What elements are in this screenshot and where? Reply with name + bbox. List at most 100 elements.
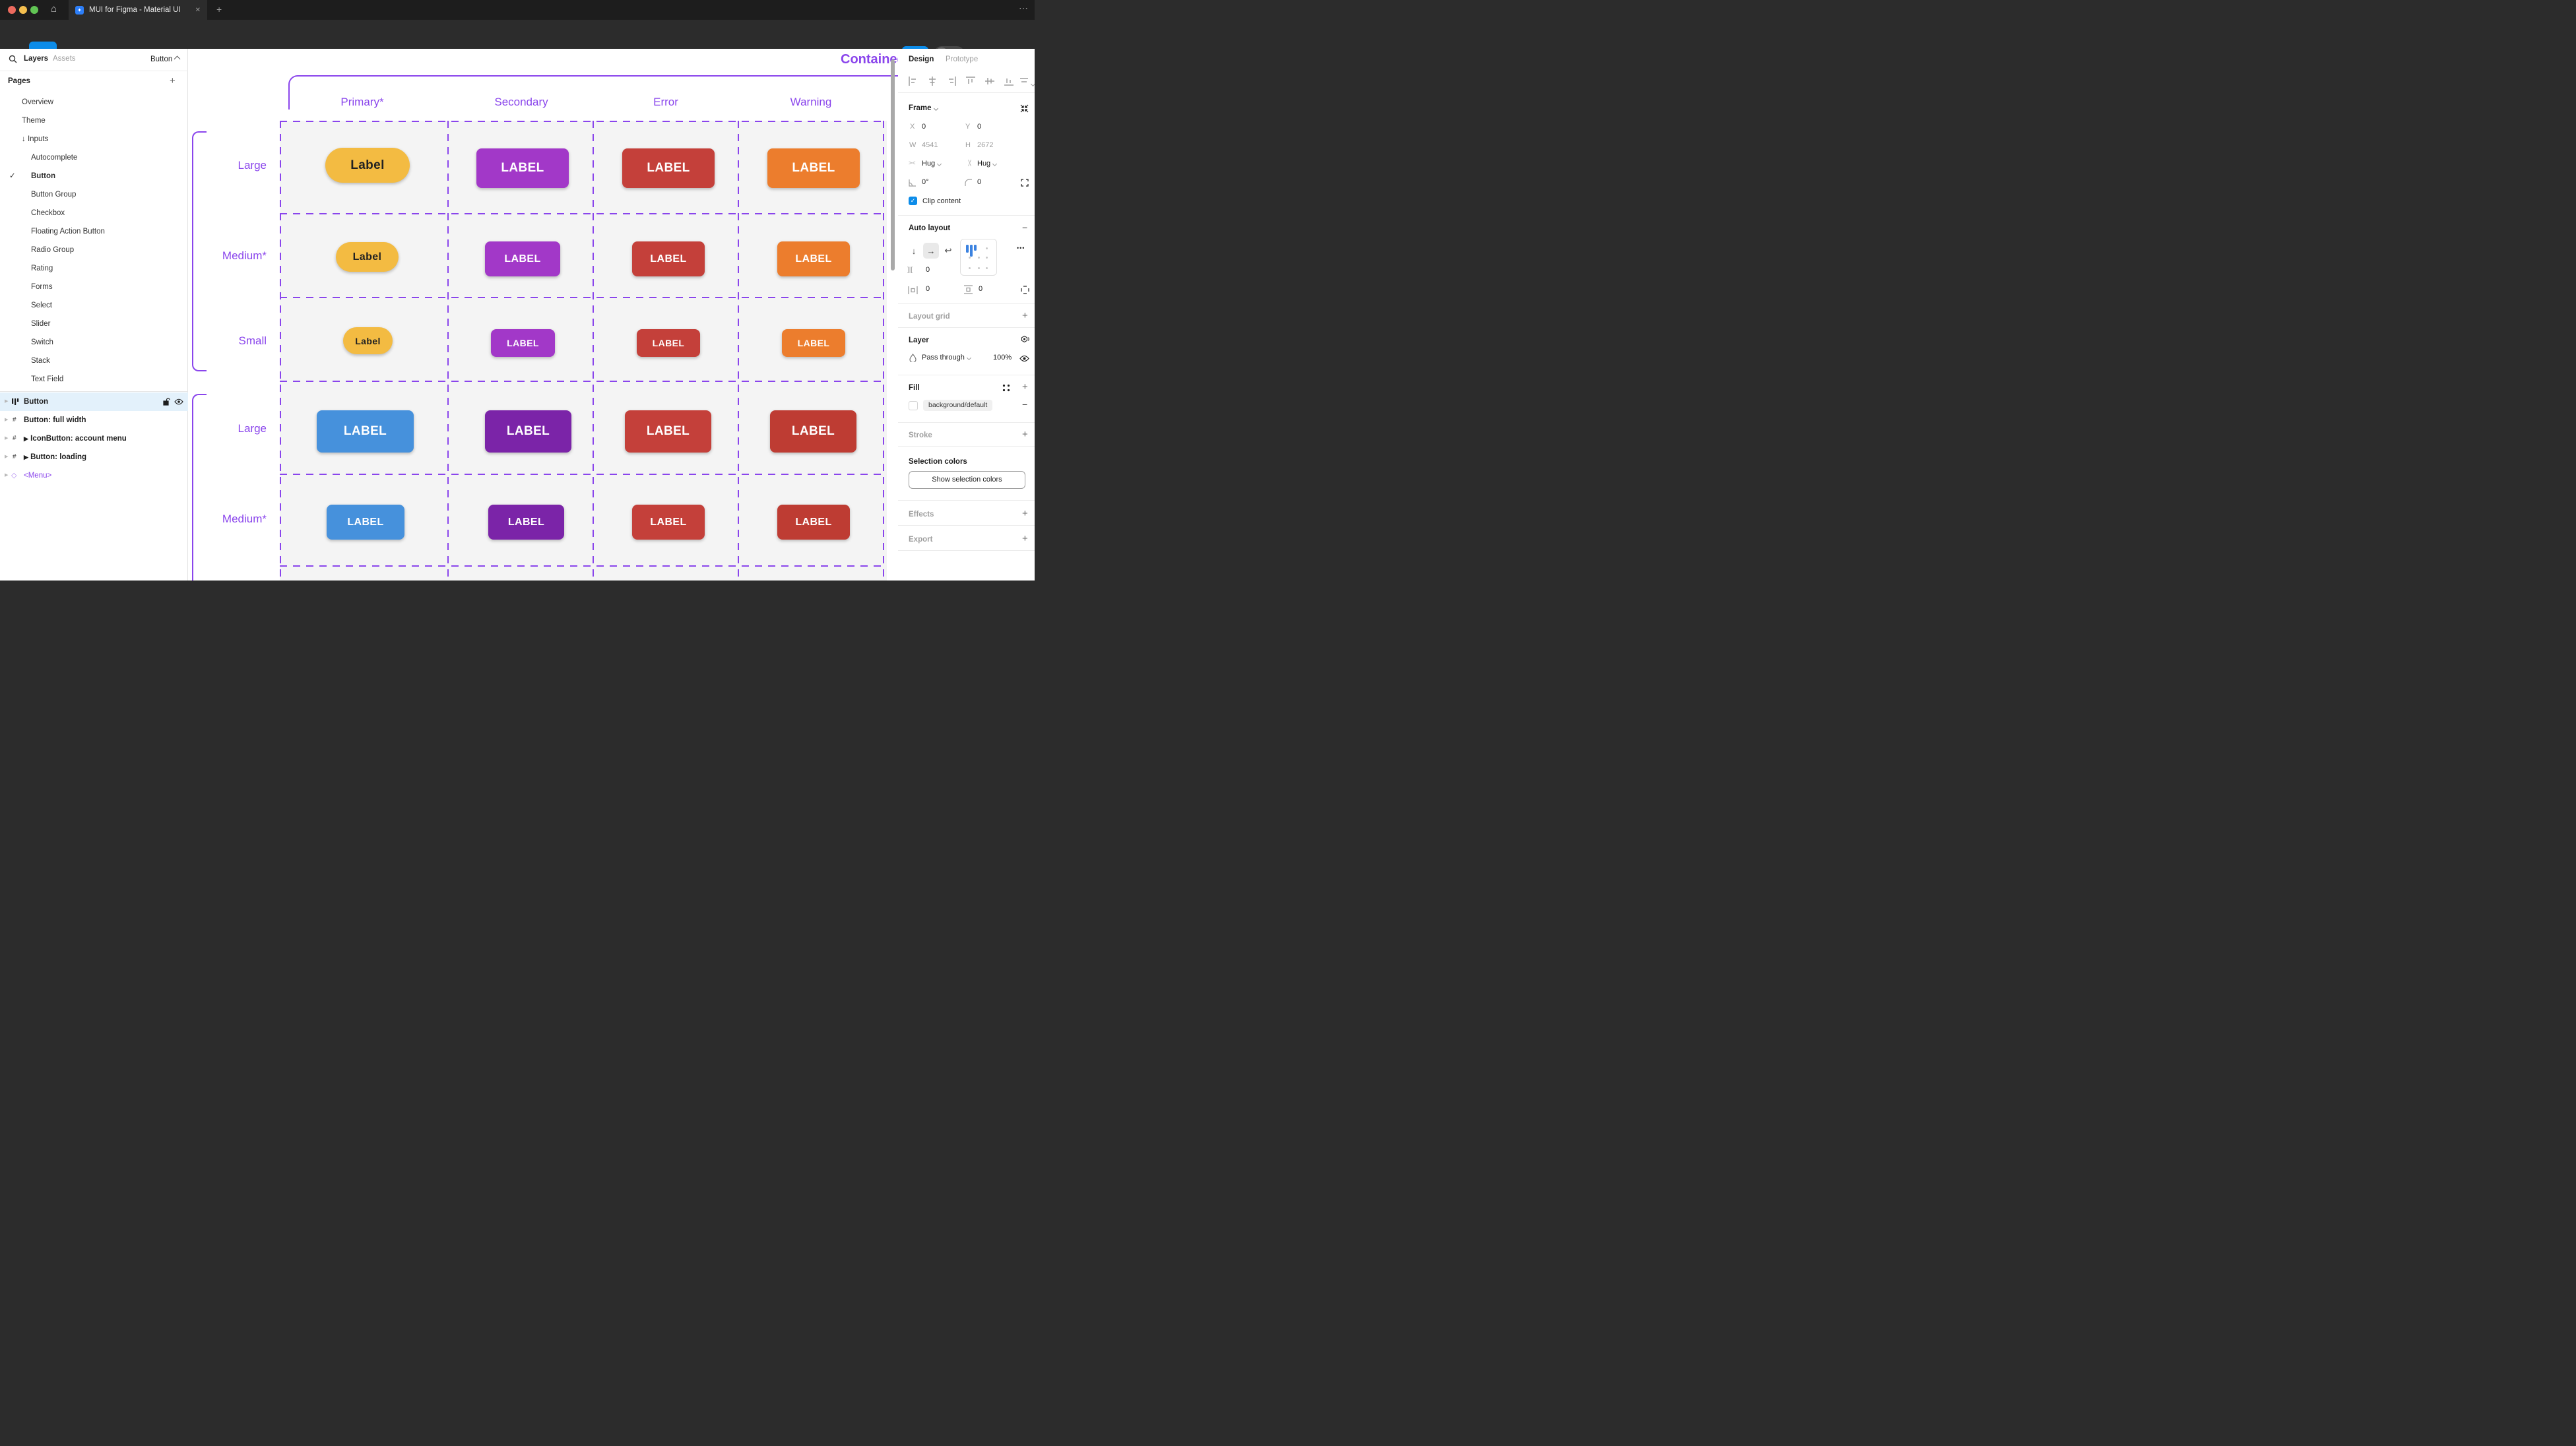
blend-mode-icon[interactable] [1021, 335, 1030, 344]
fill-styles-icon[interactable] [1002, 384, 1010, 392]
remove-auto-layout-button[interactable]: − [1022, 222, 1028, 233]
blend-mode-select[interactable]: Pass through [922, 354, 971, 362]
maximize-window-button[interactable] [30, 6, 38, 14]
rotation-value[interactable]: 0° [922, 178, 929, 186]
button-secondary-medium-default[interactable]: LABEL [488, 505, 564, 540]
layer-row-iconbutton-account-menu[interactable]: ▶ # ▶ IconButton: account menu [0, 429, 188, 448]
file-tab[interactable]: ✦ MUI for Figma - Material UI ✕ [69, 0, 207, 20]
expand-chevron-icon[interactable]: ▶ [5, 418, 9, 422]
page-item-stack[interactable]: Stack [31, 357, 50, 365]
button-error-medium[interactable]: LABEL [632, 241, 705, 276]
expand-chevron-icon[interactable]: ▶ [5, 436, 9, 441]
button-secondary-medium[interactable]: LABEL [485, 241, 560, 276]
pages-header[interactable]: Pages [8, 77, 30, 85]
align-vertical-center-icon[interactable] [985, 77, 994, 86]
layer-row-button-loading[interactable]: ▶ # ▶ Button: loading [0, 448, 188, 466]
button-primary-medium[interactable]: Label [336, 242, 399, 272]
page-item-rating[interactable]: Rating [31, 265, 53, 272]
button-secondary-large[interactable]: LABEL [476, 148, 569, 188]
add-layout-grid-button[interactable]: + [1022, 310, 1028, 321]
add-page-button[interactable]: + [170, 75, 176, 86]
page-item-theme[interactable]: Theme [22, 117, 46, 125]
layer-row-button[interactable]: ▶ Button [0, 393, 188, 411]
align-bottom-icon[interactable] [1004, 77, 1014, 86]
button-warning-medium-default[interactable]: LABEL [777, 505, 850, 540]
layer-row-button-full-width[interactable]: ▶ # Button: full width [0, 411, 188, 429]
show-selection-colors-button[interactable]: Show selection colors [909, 471, 1025, 489]
unlock-icon[interactable] [163, 398, 170, 406]
button-warning-medium[interactable]: LABEL [777, 241, 850, 276]
page-item-slider[interactable]: Slider [31, 320, 51, 328]
alignment-widget[interactable] [960, 239, 997, 276]
page-item-text-field[interactable]: Text Field [31, 375, 64, 383]
add-export-button[interactable]: + [1022, 533, 1028, 544]
new-tab-button[interactable]: + [216, 4, 222, 15]
button-secondary-small[interactable]: LABEL [491, 329, 555, 357]
frame-section-header[interactable]: Frame [909, 104, 938, 112]
button-primary-large-default[interactable]: LABEL [317, 410, 414, 453]
clip-content-checkbox[interactable]: ✓ [909, 197, 917, 205]
button-warning-large-default[interactable]: LABEL [770, 410, 856, 453]
horizontal-padding-value[interactable]: 0 [926, 285, 930, 293]
align-top-icon[interactable] [966, 77, 975, 86]
hug-horizontal[interactable]: Hug [922, 160, 942, 168]
search-icon[interactable] [9, 55, 17, 63]
button-error-small[interactable]: LABEL [637, 329, 700, 357]
tab-overflow-button[interactable]: ⋯ [1019, 3, 1028, 13]
tab-assets[interactable]: Assets [53, 55, 76, 63]
add-fill-button[interactable]: + [1022, 381, 1028, 393]
collapse-icon[interactable] [1020, 104, 1029, 113]
independent-padding-icon[interactable] [1021, 286, 1029, 294]
layer-visibility-eye-icon[interactable] [1019, 355, 1029, 362]
layer-opacity-value[interactable]: 100% [993, 354, 1012, 362]
button-warning-small[interactable]: LABEL [782, 329, 845, 357]
button-primary-small[interactable]: Label [343, 327, 393, 354]
minimize-window-button[interactable] [19, 6, 27, 14]
add-stroke-button[interactable]: + [1022, 429, 1028, 440]
add-effect-button[interactable]: + [1022, 508, 1028, 519]
gap-value[interactable]: 0 [926, 266, 930, 274]
auto-layout-vertical-button[interactable]: ↓ [911, 245, 917, 256]
x-value[interactable]: 0 [922, 123, 926, 131]
home-icon[interactable]: ⌂ [51, 3, 57, 15]
layer-row-menu[interactable]: ▶ ◇ <Menu> [0, 466, 188, 485]
frame-title[interactable]: Contained [841, 52, 898, 67]
tab-prototype[interactable]: Prototype [946, 55, 979, 63]
page-item-switch[interactable]: Switch [31, 338, 53, 346]
hug-vertical[interactable]: Hug [977, 160, 998, 168]
expand-chevron-icon[interactable]: ▶ [5, 399, 9, 404]
close-window-button[interactable] [8, 6, 16, 14]
button-warning-large[interactable]: LABEL [767, 148, 860, 188]
component-selector[interactable]: Button [150, 55, 181, 63]
fill-color-swatch[interactable] [909, 401, 918, 410]
expand-chevron-icon[interactable]: ▶ [5, 473, 9, 478]
button-error-large-default[interactable]: LABEL [625, 410, 711, 453]
page-item-overview[interactable]: Overview [22, 98, 53, 106]
independent-corners-icon[interactable] [1021, 179, 1029, 187]
page-item-radio-group[interactable]: Radio Group [31, 246, 75, 254]
canvas-scrollbar[interactable] [891, 59, 895, 270]
eye-icon[interactable] [174, 398, 183, 405]
auto-layout-more-icon[interactable]: ••• [1017, 245, 1025, 251]
y-value[interactable]: 0 [977, 123, 982, 131]
page-item-button-group[interactable]: Button Group [31, 191, 77, 199]
page-item-forms[interactable]: Forms [31, 283, 53, 291]
page-item-checkbox[interactable]: Checkbox [31, 209, 65, 217]
page-item-autocomplete[interactable]: Autocomplete [31, 154, 78, 162]
page-item-select[interactable]: Select [31, 301, 52, 309]
h-value[interactable]: 2672 [977, 141, 994, 149]
distribute-menu-icon[interactable] [1019, 77, 1035, 89]
button-secondary-large-default[interactable]: LABEL [485, 410, 571, 453]
tab-layers[interactable]: Layers [24, 55, 49, 63]
align-left-icon[interactable] [909, 77, 918, 86]
remove-fill-button[interactable]: − [1022, 399, 1028, 410]
vertical-padding-value[interactable]: 0 [979, 285, 983, 293]
button-error-medium-default[interactable]: LABEL [632, 505, 705, 540]
close-tab-icon[interactable]: ✕ [195, 6, 201, 14]
button-primary-large[interactable]: Label [325, 148, 410, 183]
button-error-large[interactable]: LABEL [622, 148, 715, 188]
page-item-button[interactable]: ✓Button [0, 167, 188, 185]
fill-style-token[interactable]: background/default [923, 400, 993, 411]
expand-chevron-icon[interactable]: ▶ [5, 455, 9, 459]
tab-design[interactable]: Design [909, 55, 934, 63]
